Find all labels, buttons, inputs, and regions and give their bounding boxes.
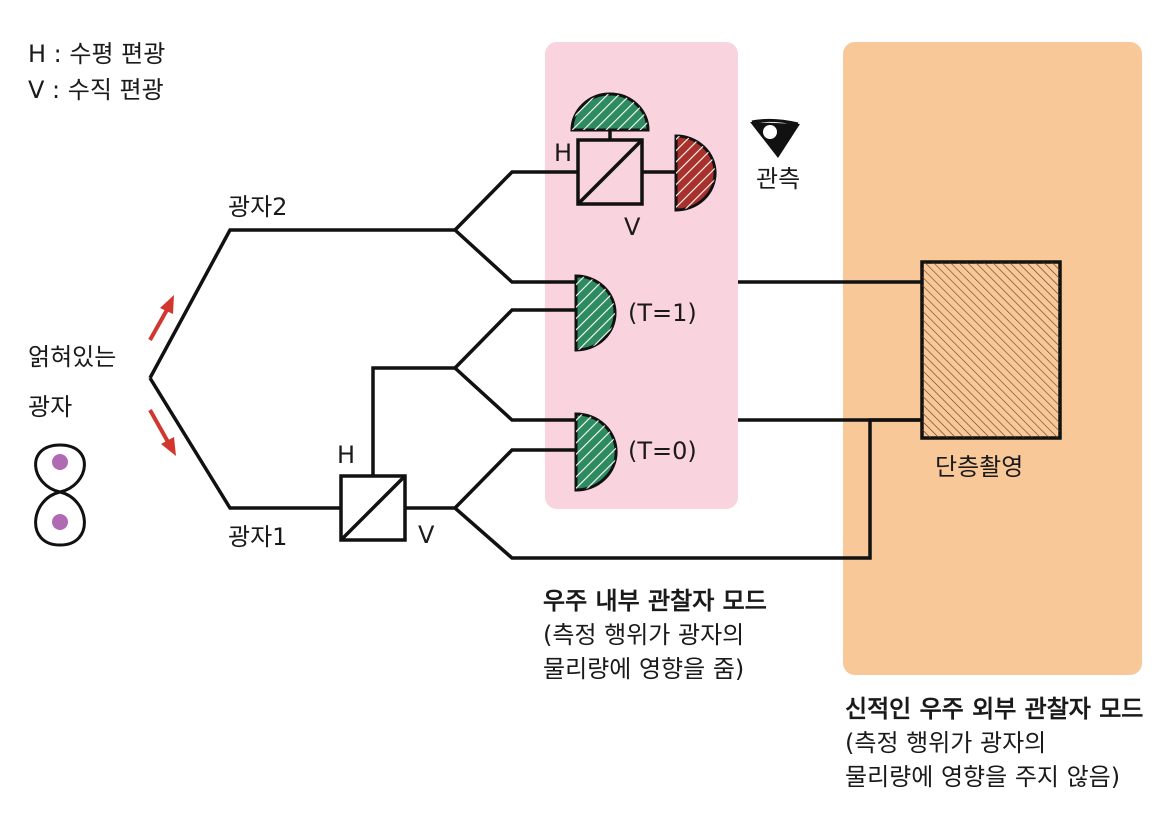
legend-h: H : 수평 편광 bbox=[28, 40, 166, 68]
external-mode-desc1: (측정 행위가 광자의 bbox=[845, 729, 1047, 757]
eye-icon bbox=[750, 118, 800, 158]
internal-mode-caption: 우주 내부 관찰자 모드 (측정 행위가 광자의 물리량에 영향을 줌) bbox=[543, 584, 767, 686]
tomography-label: 단층촬영 bbox=[935, 453, 1024, 481]
internal-mode-desc1: (측정 행위가 광자의 bbox=[543, 621, 745, 649]
beam-paths bbox=[148, 130, 922, 560]
photon1-label: 광자1 bbox=[228, 523, 288, 551]
top-beam-splitter bbox=[576, 138, 644, 206]
external-mode-caption: 신적인 우주 외부 관찰자 모드 (측정 행위가 광자의 물리량에 영향을 주지… bbox=[845, 692, 1143, 794]
entangled-label-line1: 얽혀있는 bbox=[28, 343, 117, 371]
splitter-bottom-h: H bbox=[337, 441, 356, 469]
detector-top-green bbox=[570, 92, 650, 132]
external-mode-title: 신적인 우주 외부 관찰자 모드 bbox=[845, 695, 1144, 723]
internal-mode-title: 우주 내부 관찰자 모드 bbox=[543, 587, 767, 615]
arrow-down-icon bbox=[148, 409, 176, 456]
tomography-box bbox=[920, 260, 1062, 440]
detector-t0-green bbox=[574, 412, 618, 492]
internal-mode-desc2: 물리량에 영향을 줌) bbox=[543, 655, 745, 683]
arrow-up-icon bbox=[148, 295, 174, 341]
external-mode-desc2: 물리량에 영향을 주지 않음) bbox=[845, 763, 1121, 791]
splitter-top-h: H bbox=[554, 139, 573, 167]
splitter-top-v: V bbox=[624, 213, 641, 241]
legend-v: V : 수직 편광 bbox=[28, 76, 164, 104]
splitter-bottom-v: V bbox=[418, 521, 435, 549]
observe-label: 관측 bbox=[756, 165, 801, 193]
photon2-label: 광자2 bbox=[228, 193, 288, 221]
detector-t1-green bbox=[574, 274, 617, 352]
t0-label: (T=0) bbox=[628, 437, 697, 465]
detector-right-red bbox=[674, 134, 717, 212]
entangled-label-line2: 광자 bbox=[28, 393, 73, 421]
t1-label: (T=1) bbox=[628, 299, 697, 327]
entangled-photon-icon bbox=[34, 443, 86, 547]
bottom-beam-splitter bbox=[339, 474, 407, 542]
legend: H : 수평 편광 V : 수직 편광 bbox=[28, 36, 165, 108]
